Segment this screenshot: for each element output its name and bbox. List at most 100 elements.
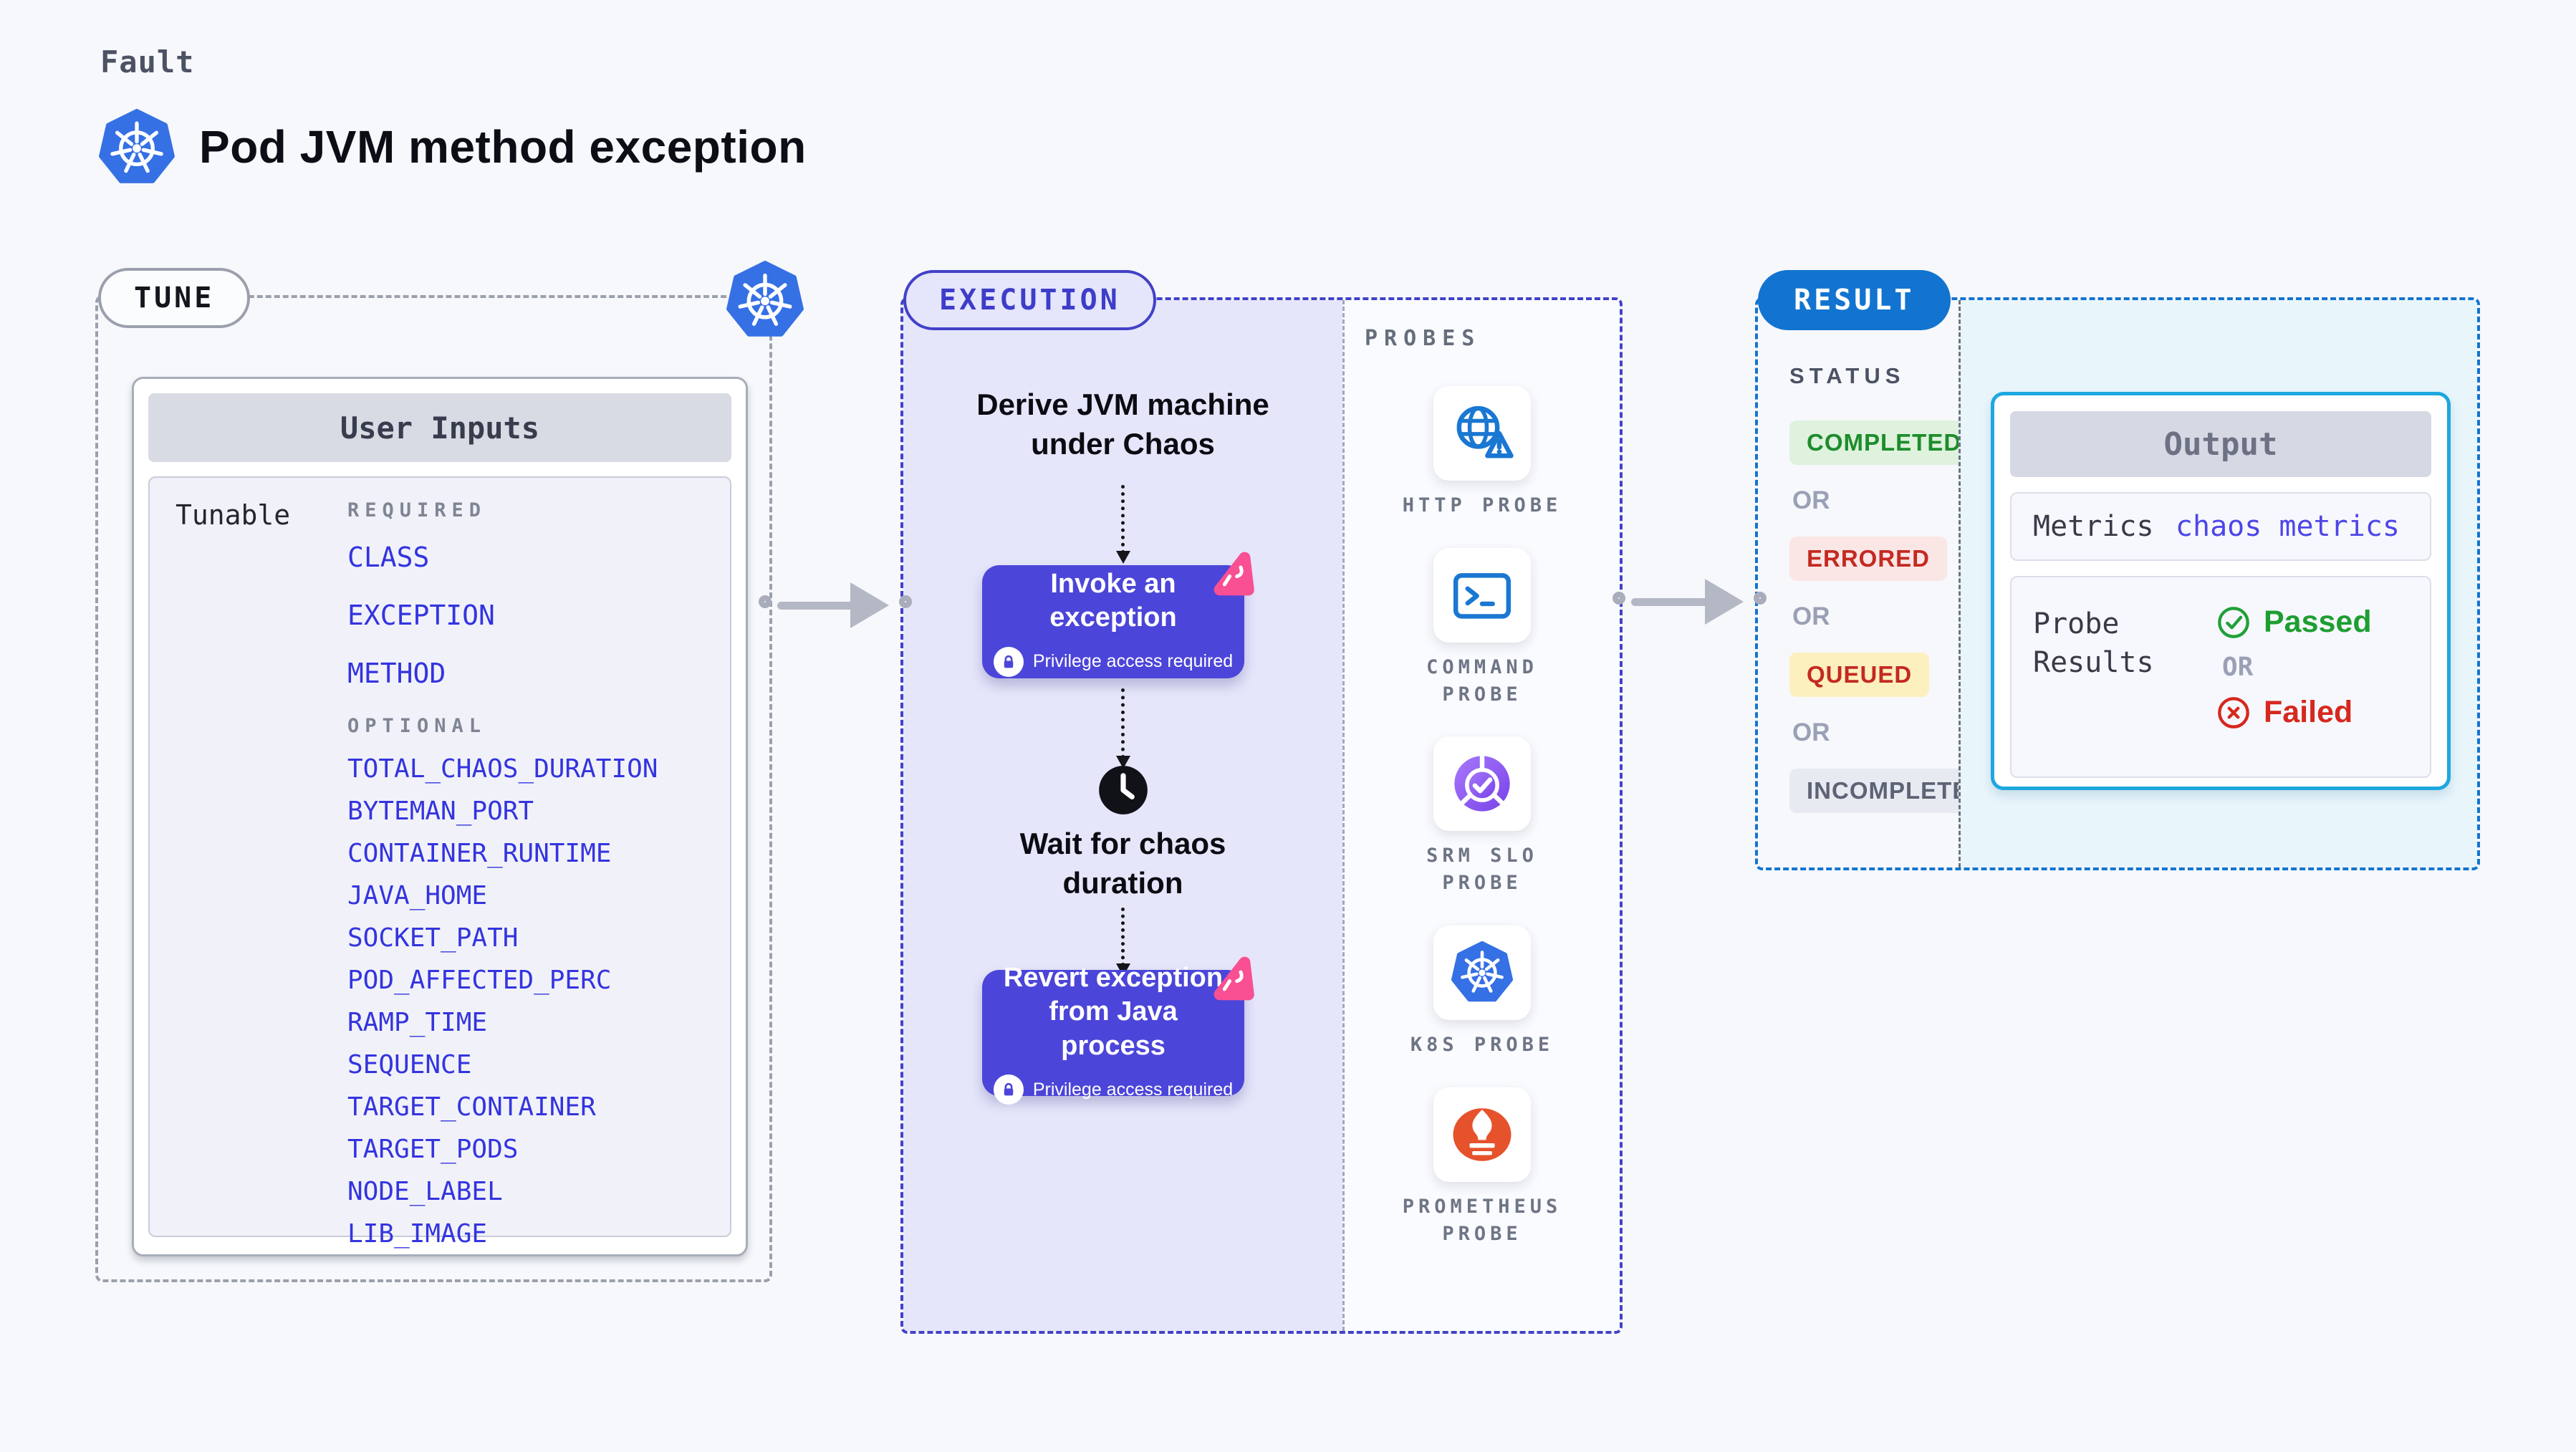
probe-results-label: Probe Results	[2033, 607, 2154, 679]
tunable-item: CLASS	[347, 542, 430, 573]
optional-tunables-list: TOTAL_CHAOS_DURATION BYTEMAN_PORT CONTAI…	[347, 754, 730, 1249]
arrow-shaft	[1631, 598, 1714, 606]
check-circle-icon	[2218, 606, 2249, 638]
result-badge: RESULT	[1758, 270, 1951, 330]
passed-verdict: Passed	[2216, 605, 2372, 640]
lock-icon	[993, 1074, 1024, 1105]
metrics-label: Metrics	[2033, 510, 2154, 543]
tunable-row-label: Tunable	[176, 499, 291, 531]
privilege-note: Privilege access required	[1032, 1079, 1234, 1100]
execution-badge: EXECUTION	[903, 270, 1156, 330]
tunable-item: SOCKET_PATH	[347, 923, 519, 953]
verdict-column: Passed OR Failed	[2216, 605, 2372, 777]
metrics-value: chaos metrics	[2175, 510, 2400, 543]
probe-card	[1433, 736, 1531, 832]
probe-card	[1433, 547, 1531, 643]
required-tunables-list: CLASS EXCEPTION METHOD	[347, 542, 730, 689]
user-inputs-body: Tunable REQUIRED CLASS EXCEPTION METHOD …	[148, 476, 731, 1249]
flow-arrow-down	[1115, 688, 1130, 769]
arrow-shaft	[777, 602, 859, 610]
probes-panel: PROBES HTTP PROBE	[1342, 300, 1620, 1331]
or-separator: OR	[2222, 653, 2254, 682]
arrow-head	[1705, 579, 1744, 625]
tune-badge: TUNE	[98, 268, 251, 328]
invoke-step-label: Invoke an exception	[1049, 568, 1177, 633]
revert-exception-node: Revert exception from Java process Privi…	[982, 956, 1254, 1105]
user-inputs-card: User Inputs Tunable REQUIRED CLASS EXCEP…	[132, 377, 748, 1256]
arrow-head	[850, 582, 889, 628]
execution-to-result-arrow	[1613, 573, 1767, 630]
probe-item-srm-slo: SRM SLO PROBE	[1385, 736, 1579, 897]
probe-item-prometheus: PROMETHEUS PROBE	[1385, 1087, 1579, 1248]
tunable-item: LIB_IMAGE	[347, 1219, 488, 1249]
prometheus-icon	[1453, 1107, 1512, 1161]
kubernetes-icon	[726, 261, 804, 337]
status-badge-queued: QUEUED	[1789, 653, 1930, 697]
probe-card	[1433, 1087, 1531, 1182]
page-title-row: Pod JVM method exception	[99, 109, 807, 185]
connector-dot	[1754, 592, 1767, 605]
probe-name: SRM SLO PROBE	[1426, 845, 1538, 895]
passed-label: Passed	[2264, 605, 2372, 639]
or-separator: OR	[1792, 718, 1830, 746]
lock-icon	[993, 646, 1024, 677]
tunable-item: JAVA_HOME	[347, 881, 488, 910]
terminal-icon	[1453, 572, 1512, 619]
wait-step-label: Wait for chaos duration	[1019, 827, 1226, 900]
output-panel: Output Metrics chaos metrics Probe Resul…	[1959, 300, 2477, 867]
globe-alert-icon	[1456, 405, 1514, 458]
or-separator: OR	[1792, 602, 1830, 630]
tune-section: TUNE User Inputs Tunable REQUIRED	[95, 261, 804, 1282]
output-title: Output	[2010, 411, 2431, 477]
failed-verdict: Failed	[2216, 695, 2372, 730]
tunable-item: CONTAINER_RUNTIME	[347, 839, 612, 868]
status-badge-errored: ERRORED	[1789, 537, 1948, 581]
status-column: STATUS COMPLETED OR ERRORED OR QUEUED OR…	[1758, 300, 2004, 867]
probe-card	[1433, 386, 1531, 481]
tunable-item: SEQUENCE	[347, 1050, 472, 1080]
connector-dot	[759, 595, 772, 608]
probe-item-command: COMMAND PROBE	[1385, 547, 1579, 708]
fault-kicker: Fault	[100, 44, 195, 80]
probe-card	[1433, 925, 1531, 1020]
probe-name: COMMAND PROBE	[1426, 655, 1538, 706]
tunable-item: TARGET_CONTAINER	[347, 1092, 596, 1122]
status-label: STATUS	[1789, 363, 1905, 388]
clock-icon	[1098, 766, 1148, 814]
tunable-item: TARGET_PODS	[347, 1135, 519, 1164]
execution-flow-panel: Derive JVM machine under Chaos Invoke an…	[903, 300, 1342, 1331]
status-badge-completed: COMPLETED	[1789, 420, 1979, 465]
connector-dot	[899, 595, 912, 608]
privilege-note: Privilege access required	[1032, 651, 1234, 671]
chaos-pink-icon	[1213, 552, 1254, 596]
probe-name: PROMETHEUS PROBE	[1402, 1195, 1562, 1245]
flow-arrow-down	[1115, 485, 1130, 564]
tunable-item: METHOD	[347, 658, 446, 689]
probe-name: HTTP PROBE	[1402, 494, 1562, 516]
tunable-item: POD_AFFECTED_PERC	[347, 966, 612, 995]
status-stack: COMPLETED OR ERRORED OR QUEUED OR INCOMP…	[1789, 420, 2004, 813]
user-inputs-header: User Inputs	[148, 393, 731, 462]
tunable-item: RAMP_TIME	[347, 1008, 488, 1037]
invoke-exception-node: Invoke an exception Privilege access req…	[982, 552, 1254, 678]
probe-name: K8S PROBE	[1410, 1033, 1554, 1056]
derive-step-label: Derive JVM machine under Chaos	[976, 388, 1269, 461]
result-section: RESULT STATUS COMPLETED OR ERRORED OR QU…	[1755, 270, 2480, 870]
or-separator: OR	[1792, 486, 1830, 514]
tunable-item: TOTAL_CHAOS_DURATION	[347, 754, 658, 784]
page-title: Pod JVM method exception	[199, 121, 807, 173]
slo-pie-check-icon	[1454, 756, 1510, 812]
probe-item-k8s: K8S PROBE	[1385, 925, 1579, 1059]
revert-step-label: Revert exception from Java process	[1003, 962, 1224, 1061]
required-group-label: REQUIRED	[347, 499, 487, 521]
probe-results-row: Probe Results Passed OR	[2010, 576, 2431, 778]
connector-dot	[1613, 592, 1625, 605]
tune-to-execution-arrow	[759, 577, 912, 634]
failed-label: Failed	[2264, 695, 2353, 729]
metrics-row: Metrics chaos metrics	[2010, 492, 2431, 561]
output-card: Output Metrics chaos metrics Probe Resul…	[1991, 392, 2451, 790]
tunable-item: BYTEMAN_PORT	[347, 797, 534, 826]
tunable-item: EXCEPTION	[347, 600, 495, 631]
optional-group-label: OPTIONAL	[347, 715, 487, 737]
